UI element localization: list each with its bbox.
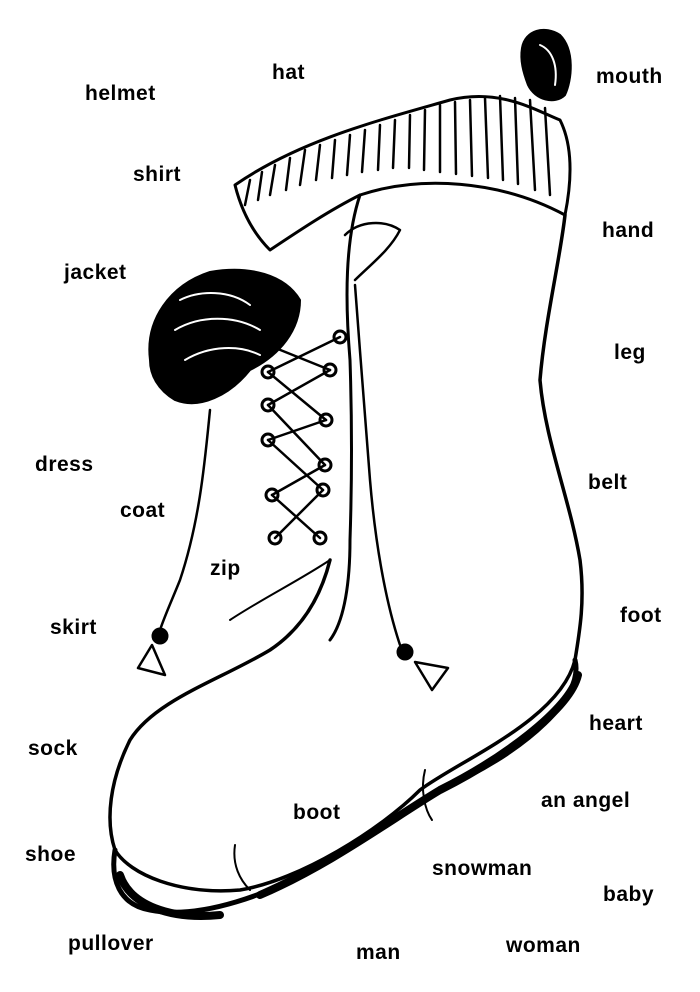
word-sock: sock <box>28 737 78 760</box>
word-heart: heart <box>589 712 643 735</box>
word-shoe: shoe <box>25 843 77 866</box>
lace-left <box>158 408 212 632</box>
word-boot: boot <box>293 801 341 824</box>
word-zip: zip <box>210 557 241 580</box>
word-skirt: skirt <box>50 616 97 639</box>
pull-tab <box>520 28 572 102</box>
eyelets <box>260 329 348 546</box>
word-shirt: shirt <box>133 163 182 186</box>
word-hand: hand <box>602 219 655 242</box>
word-coat: coat <box>120 499 166 522</box>
word-belt: belt <box>588 471 628 494</box>
word-man: man <box>356 941 401 964</box>
word-hat: hat <box>272 61 305 84</box>
word-jacket: jacket <box>64 261 127 284</box>
lace-right <box>353 283 402 647</box>
word-dress: dress <box>35 453 94 476</box>
word-baby: baby <box>603 883 655 906</box>
fur-bobble <box>148 268 301 405</box>
word-pullover: pullover <box>68 932 154 955</box>
word-leg: leg <box>614 341 646 364</box>
boot-cuff <box>233 95 572 252</box>
word-snowman: snowman <box>432 857 533 880</box>
lacing <box>266 335 342 540</box>
word-mouth: mouth <box>596 65 663 88</box>
word-woman: woman <box>506 934 581 957</box>
word-helmet: helmet <box>85 82 156 105</box>
word-an-angel: an angel <box>541 789 631 812</box>
word-foot: foot <box>620 604 662 627</box>
